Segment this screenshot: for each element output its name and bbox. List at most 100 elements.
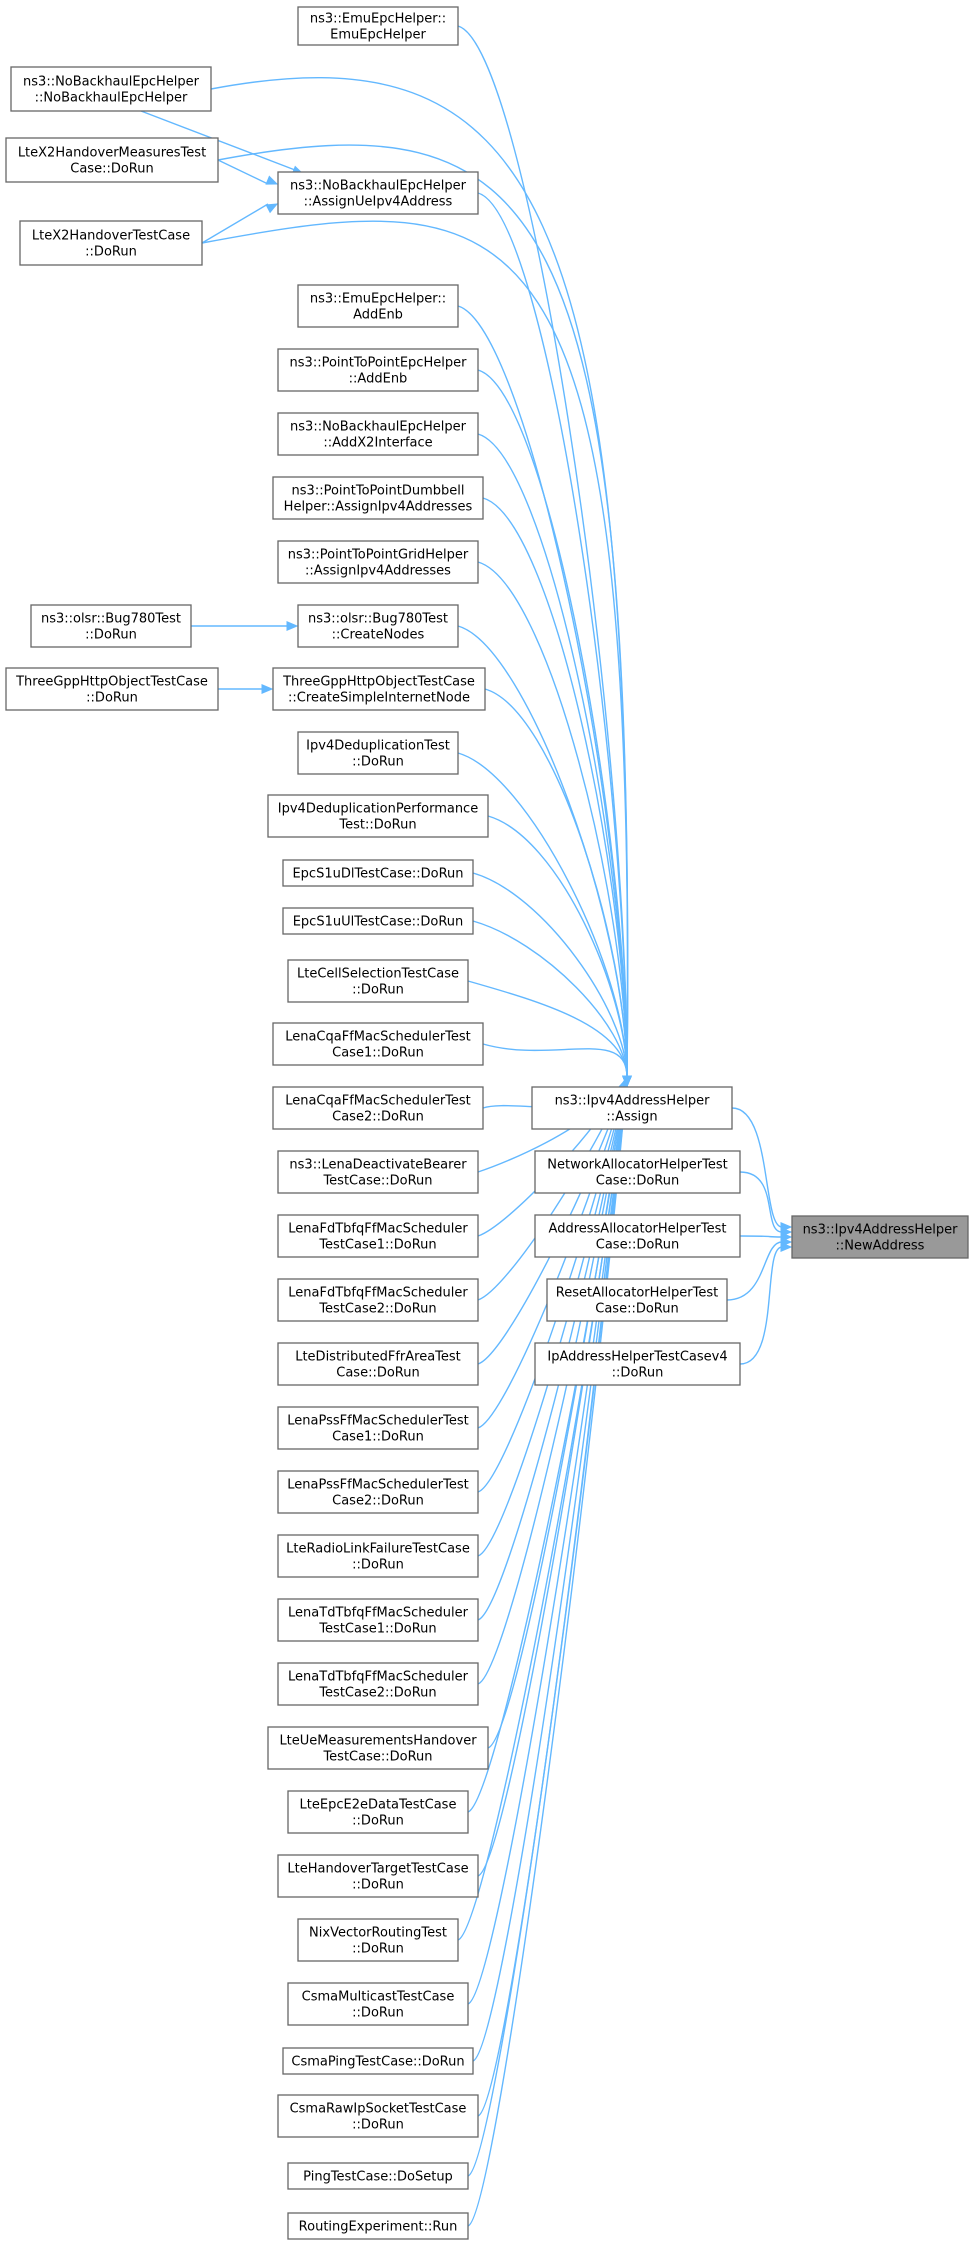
node-bugcreate-label-2: ::CreateNodes: [332, 628, 425, 643]
node-bugcreate[interactable]: ns3::olsr::Bug780Test::CreateNodes: [297, 604, 459, 648]
node-fdtbfq1-box: [277, 1214, 479, 1258]
edge-cqa1-to-assign: [482, 1043, 628, 1078]
node-bugdorun-label-1: ns3::olsr::Bug780Test: [41, 612, 181, 627]
edge-cellsel-to-assign: [467, 980, 628, 1078]
node-assign-label-1: ns3::Ipv4AddressHelper: [555, 1094, 711, 1109]
edge-dumbbell-to-assign: [482, 497, 628, 1078]
node-httpcreate[interactable]: ThreeGppHttpObjectTestCase::CreateSimple…: [272, 667, 486, 711]
node-p2paddenb-label-1: ns3::PointToPointEpcHelper: [290, 356, 468, 371]
node-fdtbfq2-label-1: LenaFdTbfqFfMacScheduler: [288, 1286, 468, 1301]
node-distffr-label-2: Case::DoRun: [336, 1366, 419, 1381]
edge-dedupperf-to-assign: [487, 815, 628, 1078]
node-iphelper-label-1: IpAddressHelperTestCasev4: [547, 1350, 727, 1365]
node-nobackhaulhelper-label-1: ns3::NoBackhaulEpcHelper: [23, 75, 200, 90]
node-cellsel[interactable]: LteCellSelectionTestCase::DoRun: [287, 959, 469, 1003]
edge-hotarget-to-assign: [477, 1076, 628, 1877]
node-csmaraw[interactable]: CsmaRawIpSocketTestCase::DoRun: [277, 2094, 479, 2138]
edge-p2paddenb-to-assign: [477, 369, 628, 1078]
node-nobackhaulhelper-label-2: ::NoBackhaulEpcHelper: [35, 91, 188, 106]
node-csmamc-box: [287, 1982, 469, 2026]
node-assignue-box: [277, 171, 479, 215]
node-csmaping[interactable]: CsmaPingTestCase::DoRun: [282, 2047, 474, 2075]
node-p2paddenb[interactable]: ns3::PointToPointEpcHelper::AddEnb: [277, 348, 479, 392]
node-nix[interactable]: NixVectorRoutingTest::DoRun: [297, 1918, 459, 1962]
node-ping-label-1: PingTestCase::DoSetup: [303, 2170, 453, 2185]
node-pss2-label-1: LenaPssFfMacSchedulerTest: [287, 1478, 468, 1493]
node-iphelper-box: [534, 1342, 741, 1386]
node-addralloc-box: [534, 1214, 741, 1258]
node-tdtbfq2-label-1: LenaTdTbfqFfMacScheduler: [288, 1670, 469, 1685]
node-hotarget-box: [277, 1854, 479, 1898]
node-e2e[interactable]: LteEpcE2eDataTestCase::DoRun: [287, 1790, 469, 1834]
node-nobackhaulhelper-box: [10, 66, 212, 112]
node-rlf[interactable]: LteRadioLinkFailureTestCase::DoRun: [277, 1534, 479, 1578]
node-bugdorun[interactable]: ns3::olsr::Bug780Test::DoRun: [30, 604, 192, 648]
node-emuaddenb-label-1: ns3::EmuEpcHelper::: [310, 292, 446, 307]
node-addx2[interactable]: ns3::NoBackhaulEpcHelper::AddX2Interface: [277, 412, 479, 456]
node-csmamc[interactable]: CsmaMulticastTestCase::DoRun: [287, 1982, 469, 2026]
node-ping[interactable]: PingTestCase::DoSetup: [287, 2162, 469, 2190]
node-newaddress[interactable]: ns3::Ipv4AddressHelper::NewAddress: [791, 1215, 969, 1259]
node-s1uul[interactable]: EpcS1uUlTestCase::DoRun: [282, 907, 474, 935]
edge-ltex2ho-to-assign: [201, 220, 629, 1078]
node-fdtbfq1-label-2: TestCase1::DoRun: [318, 1238, 436, 1253]
node-s1udl[interactable]: EpcS1uDlTestCase::DoRun: [282, 859, 474, 887]
node-assignue[interactable]: ns3::NoBackhaulEpcHelper::AssignUeIpv4Ad…: [277, 171, 479, 215]
node-cqa2-label-2: Case2::DoRun: [332, 1110, 424, 1125]
node-hotarget-label-2: ::DoRun: [352, 1878, 404, 1893]
node-bugdorun-label-2: ::DoRun: [85, 628, 137, 643]
node-dedup-box: [297, 731, 459, 775]
node-httpdorun[interactable]: ThreeGppHttpObjectTestCase::DoRun: [5, 667, 219, 711]
node-httpdorun-label-2: ::DoRun: [86, 691, 138, 706]
node-tdtbfq2-box: [277, 1662, 479, 1706]
node-addralloc-label-2: Case::DoRun: [596, 1238, 679, 1253]
node-dedupperf-label-1: Ipv4DeduplicationPerformance: [278, 802, 478, 817]
node-dumbbell[interactable]: ns3::PointToPointDumbbellHelper::AssignI…: [272, 476, 484, 520]
edge-s1uul-to-assign: [472, 920, 628, 1078]
node-deactivate-label-1: ns3::LenaDeactivateBearer: [289, 1158, 467, 1173]
node-tdtbfq2-label-2: TestCase2::DoRun: [318, 1686, 436, 1701]
edge-addralloc-to-newaddress: [739, 1235, 783, 1238]
node-dedup[interactable]: Ipv4DeduplicationTest::DoRun: [297, 731, 459, 775]
node-tdtbfq1-box: [277, 1598, 479, 1642]
node-nobackhaulhelper[interactable]: ns3::NoBackhaulEpcHelper::NoBackhaulEpcH…: [10, 66, 212, 112]
node-grid-label-1: ns3::PointToPointGridHelper: [288, 548, 469, 563]
node-ltex2ho[interactable]: LteX2HandoverTestCase::DoRun: [19, 220, 203, 266]
edge-assignue-to-assign: [477, 192, 628, 1078]
node-iphelper[interactable]: IpAddressHelperTestCasev4::DoRun: [534, 1342, 741, 1386]
node-csmaping-box: [282, 2047, 474, 2075]
edge-resetalloc-to-newaddress: [726, 1241, 783, 1301]
edge-ltex2ho-to-assignue-arrowhead: [265, 203, 279, 214]
node-emuhelper[interactable]: ns3::EmuEpcHelper::EmuEpcHelper: [297, 6, 459, 46]
edge-netalloc-to-newaddress: [739, 1171, 783, 1233]
node-cqa2-label-1: LenaCqaFfMacSchedulerTest: [285, 1094, 471, 1109]
node-uemeas-box: [267, 1726, 489, 1770]
node-emuaddenb[interactable]: ns3::EmuEpcHelper::AddEnb: [297, 284, 459, 328]
node-addx2-label-2: ::AddX2Interface: [323, 436, 432, 451]
node-e2e-label-1: LteEpcE2eDataTestCase: [300, 1798, 457, 1813]
node-grid[interactable]: ns3::PointToPointGridHelper::AssignIpv4A…: [277, 540, 479, 584]
node-deactivate-box: [277, 1150, 479, 1194]
node-assign[interactable]: ns3::Ipv4AddressHelper::Assign: [531, 1086, 733, 1130]
edge-iphelper-to-newaddress-arrowhead: [780, 1242, 793, 1252]
node-hotarget[interactable]: LteHandoverTargetTestCase::DoRun: [277, 1854, 479, 1898]
node-routing[interactable]: RoutingExperiment::Run: [287, 2212, 469, 2240]
node-assignue-label-2: ::AssignUeIpv4Address: [304, 195, 453, 210]
